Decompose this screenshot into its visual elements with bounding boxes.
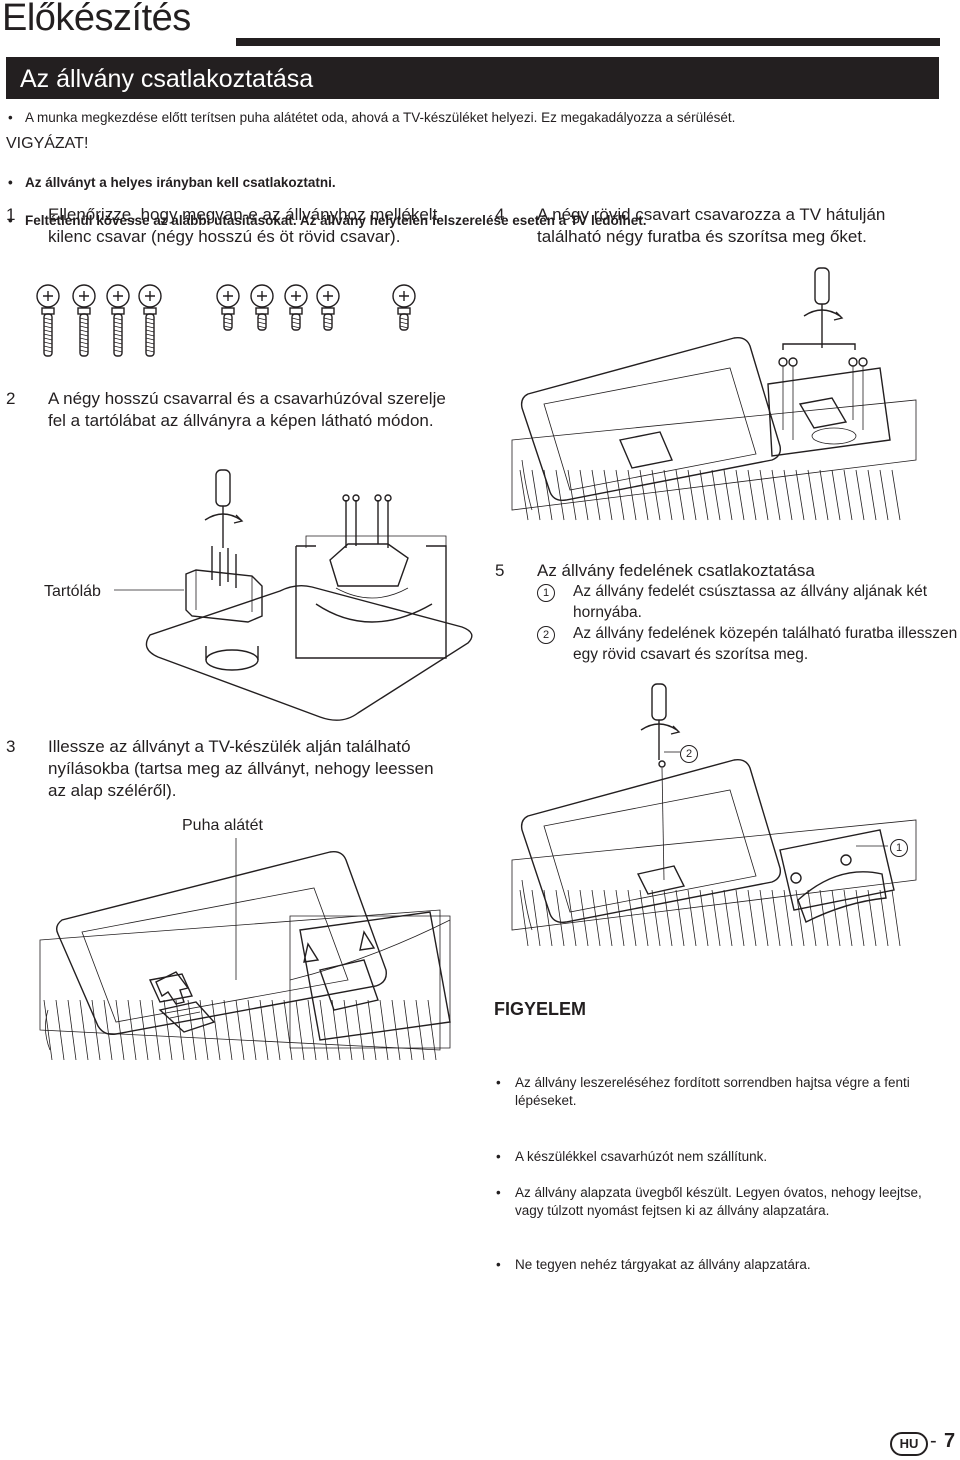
page-number: 7 bbox=[944, 1430, 956, 1452]
step-number: 2 bbox=[6, 389, 16, 408]
step-text: A négy hosszú csavarral és a csavarhúzóv… bbox=[48, 389, 446, 430]
circled-number: 1 bbox=[890, 839, 908, 857]
notes-title: FIGYELEM bbox=[494, 999, 587, 1019]
caution-heading: VIGYÁZAT! bbox=[6, 135, 89, 152]
language-badge: HU bbox=[890, 1432, 928, 1456]
step-number: 1 bbox=[6, 205, 16, 224]
circled-number: 1 bbox=[537, 584, 555, 602]
page-dash: - bbox=[930, 1430, 937, 1452]
step-text: Az állvány fedelének csatlakoztatása bbox=[537, 561, 815, 580]
circled-number: 2 bbox=[537, 626, 555, 644]
page-title: Előkészítés bbox=[2, 0, 191, 39]
step5-sub-text: Az állvány fedelének közepén található f… bbox=[573, 625, 958, 663]
intro-bullet: A munka megkezdése előtt terítsen puha a… bbox=[6, 109, 925, 127]
step-number: 4 bbox=[495, 205, 505, 224]
step5-sub-marker: 1 bbox=[537, 583, 555, 602]
note-item: A készülékkel csavarhúzót nem szállítunk… bbox=[494, 1148, 935, 1166]
step5-sub-marker: 2 bbox=[537, 625, 555, 644]
section-bar bbox=[6, 57, 939, 99]
note-item: Az állvány leszereléséhez fordított sorr… bbox=[494, 1074, 935, 1110]
step-number: 5 bbox=[495, 561, 505, 580]
callout-1: 1 bbox=[890, 838, 908, 857]
step5-sub-text: Az állvány fedelét csúsztassa az állvány… bbox=[573, 583, 928, 621]
note-item: Az állvány alapzata üvegből készült. Leg… bbox=[494, 1184, 935, 1220]
step-text: A négy rövid csavart csavarozza a TV hát… bbox=[537, 205, 886, 246]
section-title: Az állvány csatlakoztatása bbox=[20, 65, 314, 93]
step-text: Illessze az állványt a TV-készülék alján… bbox=[48, 737, 434, 800]
caution-item: Feltétlenül kövesse az alábbi utasítások… bbox=[6, 212, 925, 230]
step-number: 3 bbox=[6, 737, 16, 756]
title-rule bbox=[236, 38, 940, 46]
caution-item: Az állványt a helyes irányban kell csatl… bbox=[6, 174, 925, 192]
callout-2: 2 bbox=[680, 744, 698, 763]
support-foot-label: Tartóláb bbox=[44, 583, 101, 600]
circled-number: 2 bbox=[680, 745, 698, 763]
step-text: Ellenőrizze, hogy megvan-e az állványhoz… bbox=[48, 205, 438, 246]
note-item: Ne tegyen nehéz tárgyakat az állvány ala… bbox=[494, 1256, 935, 1274]
soft-cloth-label: Puha alátét bbox=[182, 817, 263, 834]
